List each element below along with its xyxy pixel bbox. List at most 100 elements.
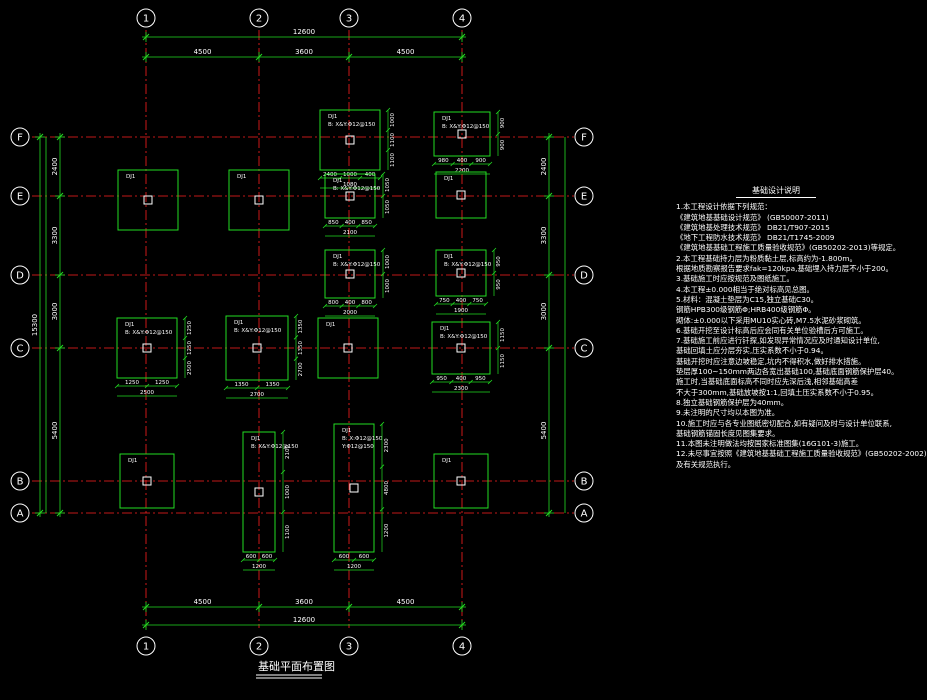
notes-line: 《建筑地基基础工程施工质量验收规范》(GB50202-2013)等规定。 (676, 243, 901, 253)
footing-vdim-tick (495, 131, 501, 137)
footing-dim-tick (144, 383, 150, 389)
footing-vdim-text: 950 (496, 279, 502, 290)
footing-vdim-tick (380, 247, 386, 253)
plan-title-group: 基础平面布置图 (256, 660, 335, 679)
notes-line: 《建筑地基处理技术规范》 DB21/T907-2015 (676, 222, 830, 232)
footing-vdim-tick (385, 147, 391, 153)
footing-outline (324, 173, 376, 219)
footing-dim-total-text: 2300 (454, 386, 468, 392)
footing-vdim-tick (495, 345, 501, 351)
axis-bubble-top-4-circle (452, 8, 472, 28)
footing-label: B: X&Y:Φ12@150 (125, 330, 173, 336)
dim-left-spans-tick-2 (56, 271, 64, 279)
dim-bottom-total-tick-1 (458, 621, 466, 629)
footing-outline (117, 169, 179, 231)
footing-dim-total-text: 2500 (140, 390, 154, 396)
notes-line: 2.本工程基础持力层为粉质黏土层,标高约为-1.800m。 (676, 253, 857, 263)
axis-bubble-left-C-label: C (17, 344, 24, 355)
footing-dim-tick (317, 175, 323, 181)
footing-dim-tick (331, 557, 337, 563)
footing-dim-tick (114, 383, 120, 389)
footing-dim-text: 850 (328, 220, 339, 226)
notes-line: 垫层厚100~150mm两边各宽出基础100,基础底面钢筋保护层40。 (676, 367, 899, 377)
notes-line: 基础开挖时应注意边坡稳定,坑内不得积水,做好排水措施。 (676, 356, 866, 366)
notes-title: 基础设计说明 (736, 186, 816, 199)
axis-bubble-right-A-circle (574, 503, 594, 523)
column-stub (143, 195, 153, 205)
axis-bubble-left-A-label: A (17, 509, 24, 520)
column-stub (456, 268, 466, 278)
dim-top-spans-text-2: 4500 (397, 48, 415, 56)
column-stub (456, 190, 466, 200)
footing-vdim-tick (280, 469, 286, 475)
footing-dim-total-text: 1200 (252, 564, 266, 570)
dim-right-spans-tick-1 (545, 192, 553, 200)
footing-dim-tick (372, 223, 378, 229)
footing-dim-text: 400 (345, 220, 356, 226)
footing-vdim-tick (280, 509, 286, 515)
footing-dim-total-text: 1080 (343, 182, 357, 188)
footing-vdim-text: 1000 (390, 113, 396, 127)
footing-vdim-tick (380, 193, 386, 199)
footing-dim-tick (337, 175, 343, 181)
dim-left-spans-text-2: 3000 (51, 303, 59, 321)
footing-dim-total-text: 2100 (343, 230, 357, 236)
notes-line: 7.基础施工前应进行钎探,如发现异常情况应及时通知设计单位, (676, 336, 880, 346)
column-stub (142, 476, 152, 486)
footing-dim-total-text: 1200 (347, 564, 361, 570)
dim-left-total-tick-1 (36, 509, 44, 517)
footing-label: DJ1 (126, 174, 135, 180)
footing-dim-tick (483, 301, 489, 307)
footing-label: DJ1 (234, 320, 243, 326)
footing-dim-tick (223, 385, 229, 391)
notes-line: 施工时,当基础底面标高不同时应先深后浅,相邻基础高差 (676, 377, 859, 387)
footing-vdim-text: 2100 (285, 445, 291, 459)
footing-label: DJ1 (237, 174, 246, 180)
footing-vdim-tick (380, 171, 386, 177)
footing-dim-total-text: 2200 (455, 168, 469, 174)
footing-dim-text: 600 (359, 554, 370, 560)
footing-dim-text: 400 (456, 376, 467, 382)
axis-bubble-bottom-4-label: 4 (459, 642, 465, 653)
footing-outline (333, 423, 375, 553)
footing-outline (324, 249, 376, 299)
footing-dim-tick (357, 175, 363, 181)
axis-bubble-left-C-circle (10, 338, 30, 358)
axis-bubble-left-E-circle (10, 186, 30, 206)
footing-vdim-text: 1000 (385, 255, 391, 269)
footing-label: DJ1 (442, 458, 451, 464)
footing-vdim-tick (380, 271, 386, 277)
footing-outline (242, 431, 276, 553)
dim-right-spans-text-3: 5400 (540, 422, 548, 440)
footing-dim-tick (467, 301, 472, 307)
axis-bubble-top-1-circle (136, 8, 156, 28)
footing-vdim-tick (182, 355, 188, 361)
footing-label: DJ1 (440, 326, 449, 332)
footing-dim-tick (450, 161, 455, 167)
axis-bubble-bottom-3-circle (339, 636, 359, 656)
column-stub (456, 343, 466, 353)
dim-bottom-total-tick-0 (142, 621, 150, 629)
notes-lines: 1.本工程设计依据下列规范： 《建筑地基基础设计规范》 (GB50007-201… (676, 202, 927, 470)
axis-bubble-right-B-circle (574, 471, 594, 491)
dim-right-spans-tick-0 (545, 133, 553, 141)
footing-outline (435, 171, 487, 219)
dim-right-spans-tick-4 (545, 509, 553, 517)
footing-label: B: X&Y:Φ12@150 (444, 262, 492, 268)
footing-dim-text: 1250 (155, 380, 169, 386)
notes-line: 6.基础开挖至设计标高后应会同有关单位验槽后方可施工。 (676, 325, 868, 335)
footing-vdim-text: 1100 (390, 133, 396, 147)
notes-line: 根据地质勘察报告要求fak=120kpa,基础埋入持力层不小于200。 (676, 264, 893, 274)
axis-bubble-right-C-circle (574, 338, 594, 358)
footing-f11: DJ1 (317, 317, 379, 379)
footing-vdim-tick (182, 315, 188, 321)
dim-bottom-spans-tick-0 (142, 603, 150, 611)
footing-dim-tick (433, 301, 439, 307)
footing-dim-tick (339, 303, 344, 309)
footing-label: DJ1 (442, 116, 451, 122)
column-stub (254, 487, 264, 497)
